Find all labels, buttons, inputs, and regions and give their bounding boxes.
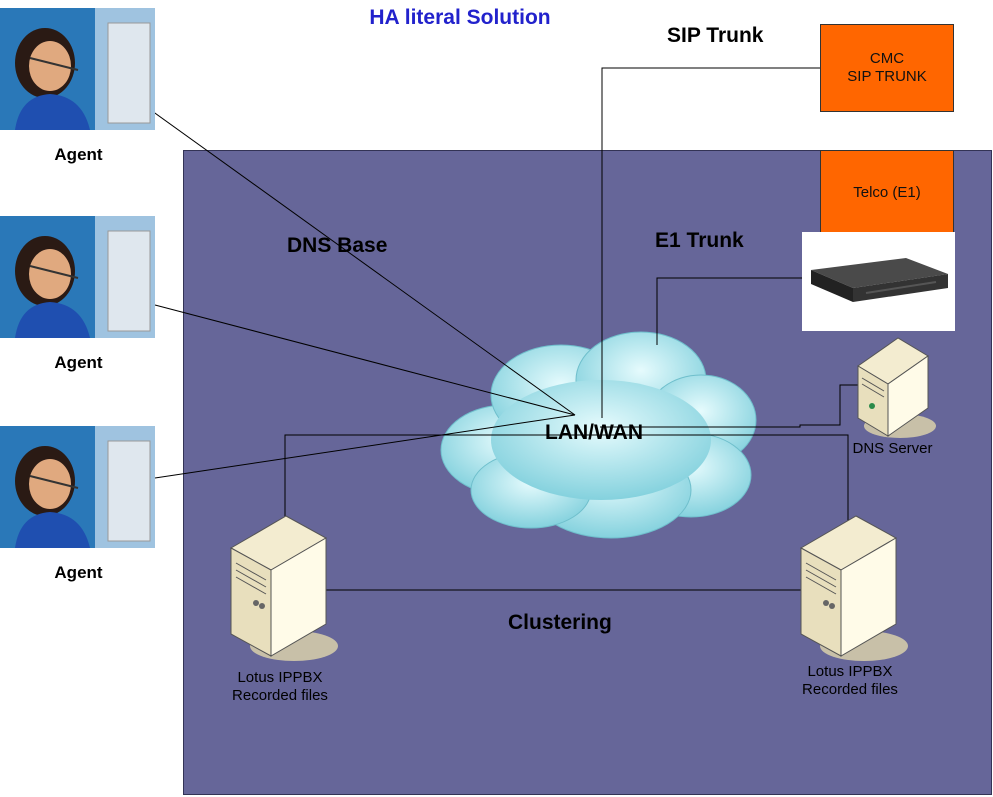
sip-trunk-box-label: SIP TRUNK [847,68,927,85]
ippbx-left-label: Lotus IPPBX Recorded files [200,669,360,705]
ippbx-server-right-icon [799,515,908,661]
lan-wan-label: LAN/WAN [545,421,643,444]
telco-label: Telco (E1) [853,184,921,201]
dns-base-label: DNS Base [287,234,388,257]
agent-label: Agent [54,145,103,164]
ippbx-right-label: Lotus IPPBX Recorded files [770,663,930,699]
clustering-label: Clustering [508,611,612,634]
cmc-sip-trunk-box: CMC SIP TRUNK [820,24,954,112]
ippbx-right-line1: Lotus IPPBX [807,663,893,680]
diagram-title: HA literal Solution [369,6,551,29]
e1-trunk-label: E1 Trunk [655,229,744,252]
agent-photo-icon [0,216,155,338]
agent-photo-icon [0,426,155,548]
e1-gateway-icon [811,258,948,302]
ippbx-right-line2: Recorded files [802,681,898,698]
lan-wan-cloud-icon [440,331,757,539]
ippbx-left-line1: Lotus IPPBX [237,669,323,686]
dns-server-label: DNS Server [852,440,933,457]
ippbx-left-line2: Recorded files [232,687,328,704]
agent-photo-icon [0,8,155,130]
sip-trunk-label: SIP Trunk [667,24,764,47]
agent-label: Agent [54,353,103,372]
telco-e1-box: Telco (E1) [820,150,954,236]
agent-label: Agent [54,563,103,582]
ippbx-server-left-icon [229,515,338,661]
dns-server-icon [857,337,936,438]
cmc-label: CMC [869,50,905,67]
